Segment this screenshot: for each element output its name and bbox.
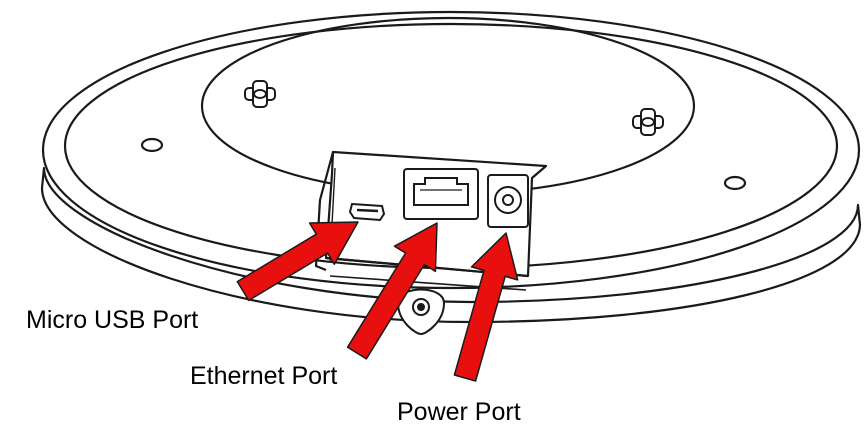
vent-hole-right: [723, 175, 747, 191]
power-jack-icon: [487, 174, 529, 228]
micro-usb-port-label: Micro USB Port: [26, 306, 199, 334]
arrow-to-ethernet: [346, 222, 438, 360]
arrow-to-micro-usb: [236, 221, 359, 302]
ethernet-port-icon: [403, 168, 479, 220]
power-port-label: Power Port: [397, 398, 521, 426]
mount-screw-icon: [244, 80, 276, 108]
mount-screw-icon: [632, 108, 664, 136]
arrow-to-power: [453, 232, 519, 382]
bottom-screw-boss: [396, 288, 446, 336]
vent-hole-left: [140, 137, 164, 153]
device-top-surface: [41, 10, 861, 290]
micro-usb-port-icon: [348, 202, 386, 222]
ethernet-port-label: Ethernet Port: [190, 362, 338, 390]
